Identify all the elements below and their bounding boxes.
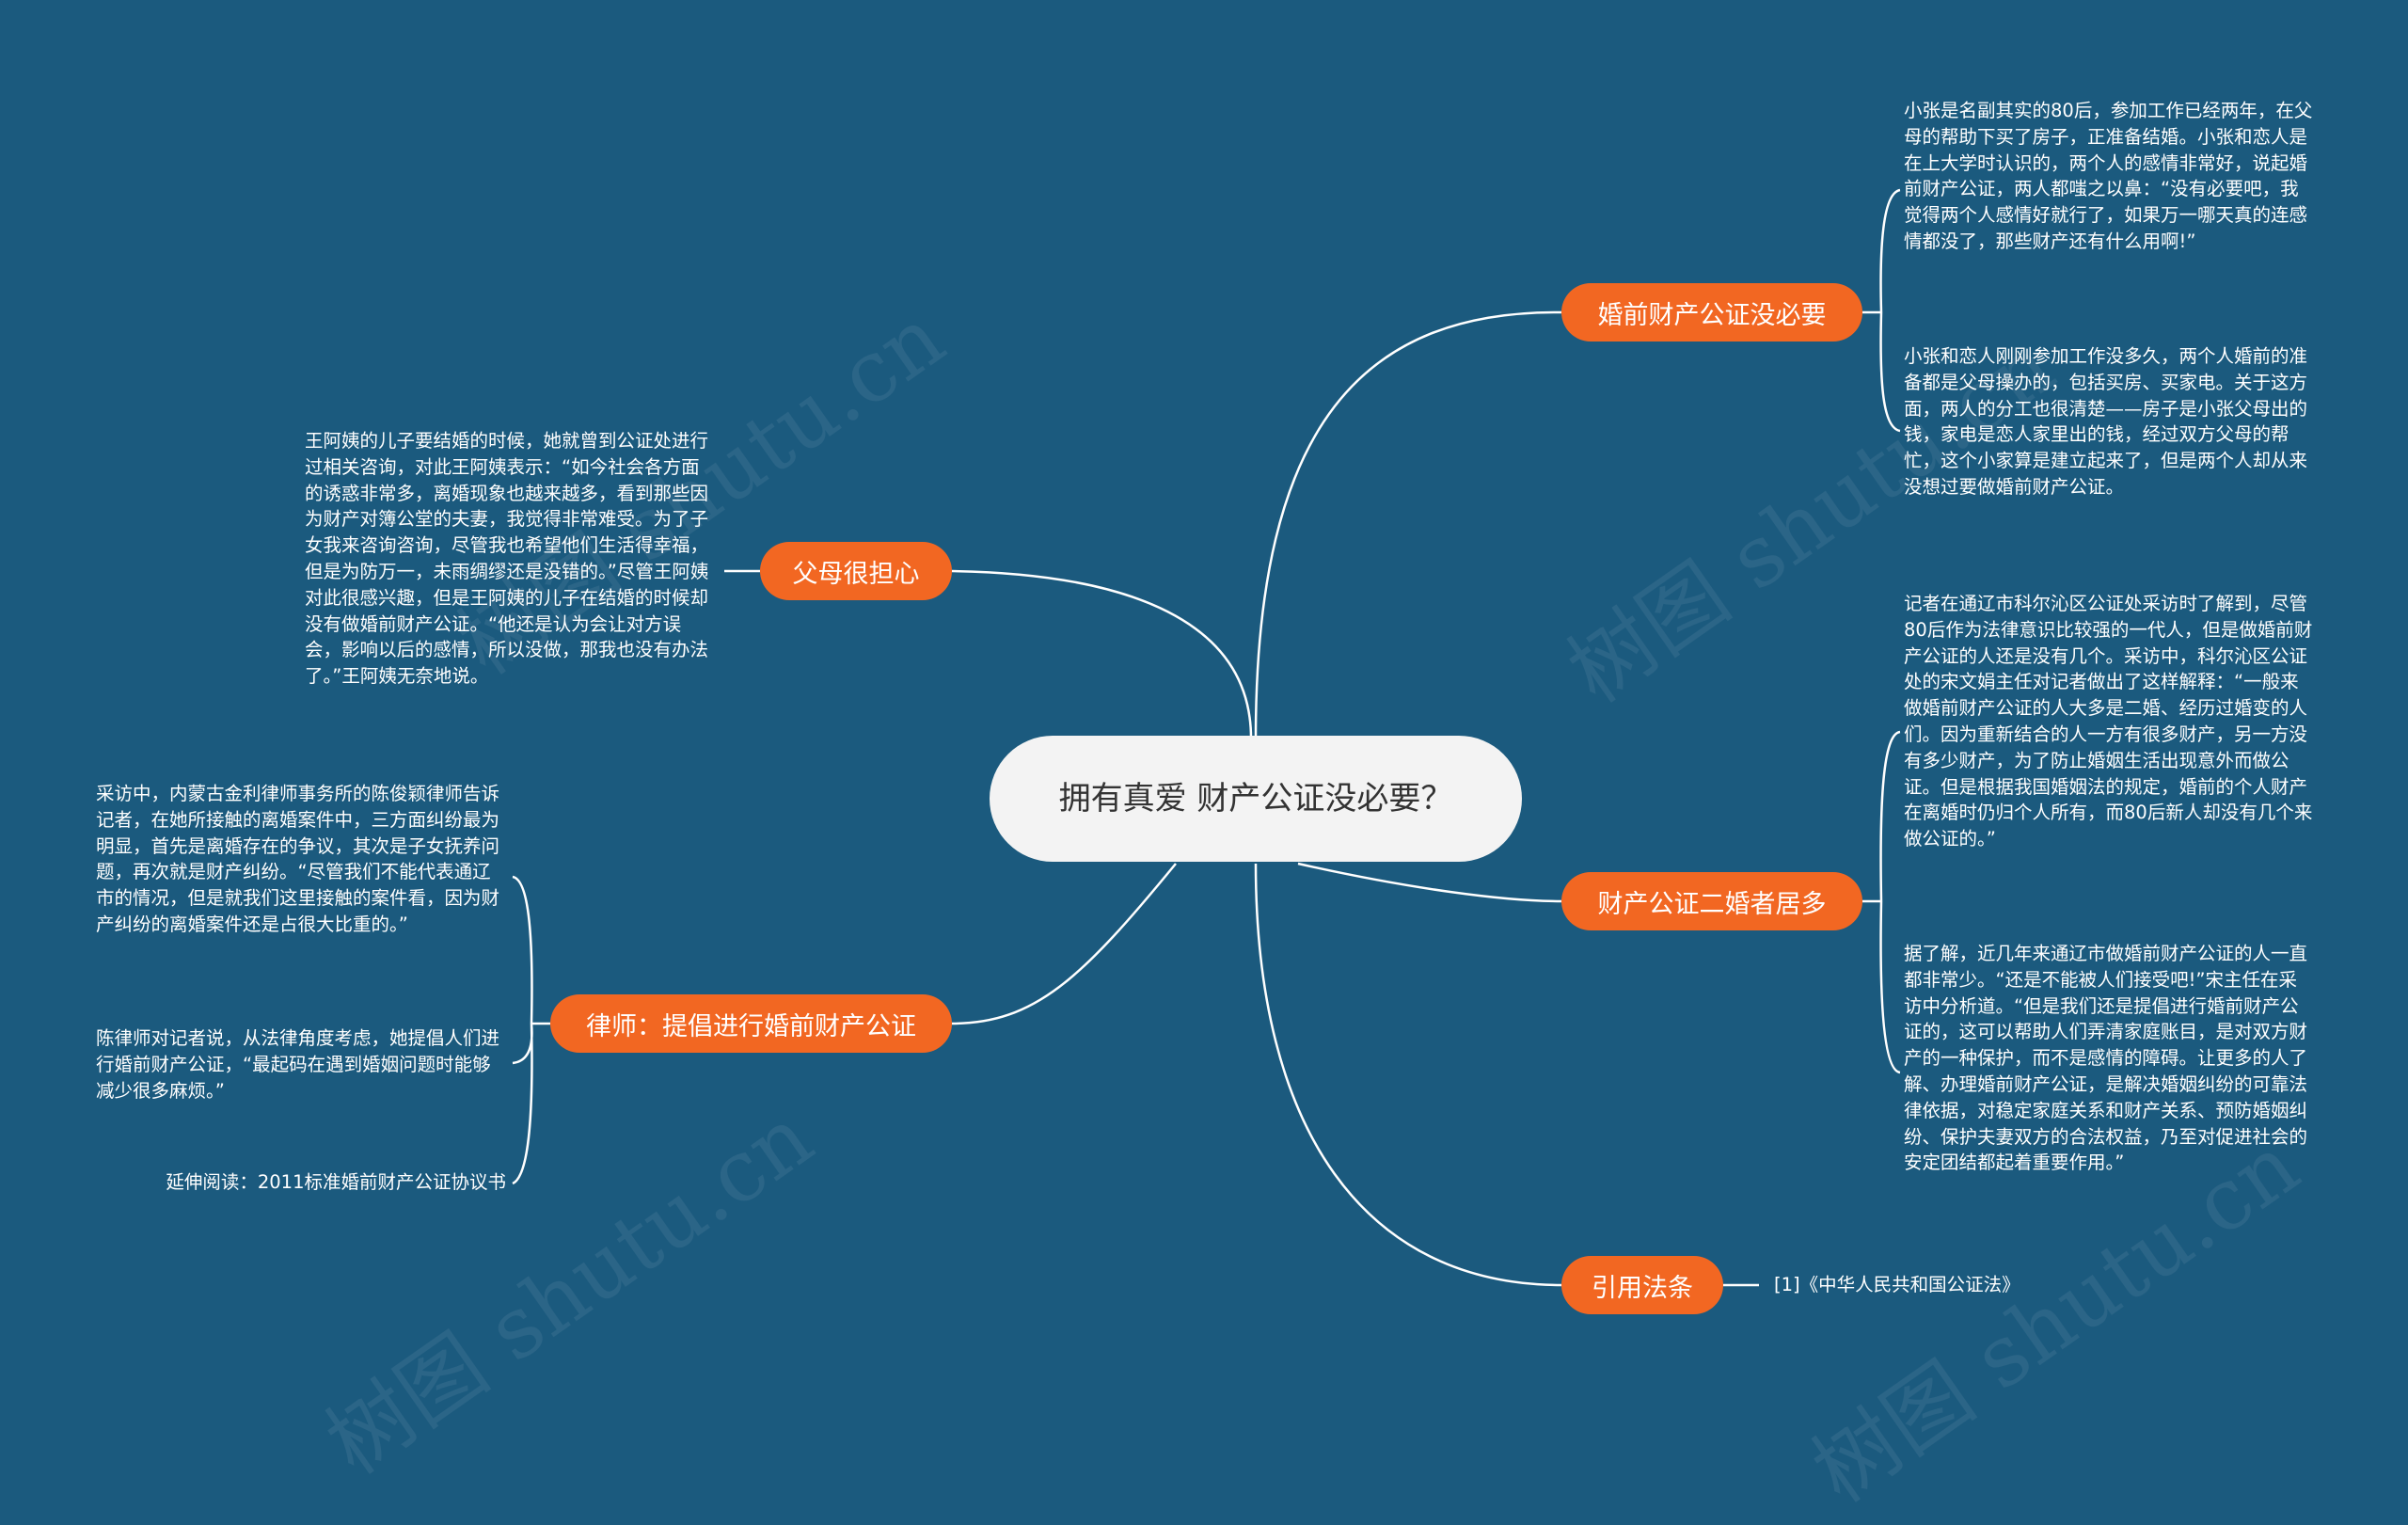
topic-parents[interactable]: 父母很担心	[760, 542, 952, 600]
link-law	[1254, 863, 1562, 1287]
mind-map: 树图 shutu.cn 树图 shutu.cn 树图 shutu.cn 树图 s…	[96, 100, 2316, 1522]
leaf-lawyer-2: 陈律师对记者说，从法律角度考虑，她提倡人们进行婚前财产公证，“最起码在遇到婚姻问…	[96, 1027, 500, 1102]
leaf-remarried-1: 记者在通辽市科尔沁区公证处采访时了解到，尽管80后作为法律意识比较强的一代人，但…	[1904, 593, 2313, 850]
topic-prenup[interactable]: 婚前财产公证没必要	[1561, 283, 1862, 342]
link-prenup	[1254, 310, 1562, 739]
leaf-lawyer-1: 采访中，内蒙古金利律师事务所的陈俊颖律师告诉记者，在她所接触的离婚案件中，三方面…	[96, 783, 500, 935]
topic-remarried[interactable]: 财产公证二婚者居多	[1561, 872, 1862, 930]
bracket-remarried	[1862, 730, 1901, 1074]
link-parents	[951, 569, 1253, 739]
bracket-prenup	[1862, 188, 1901, 433]
central-topic[interactable]: 拥有真爱 财产公证没必要？	[990, 736, 1522, 862]
leaf-lawyer-3[interactable]: 延伸阅读：2011标准婚前财产公证协议书	[166, 1171, 506, 1193]
leaf-law-1: [1]《中华人民共和国公证法》	[1774, 1274, 2020, 1295]
leaf-prenup-2: 小张和恋人刚刚参加工作没多久，两个人婚前的准备都是父母操办的，包括买房、买家电。…	[1904, 345, 2308, 498]
link-lawyer	[951, 863, 1177, 1025]
link-remarried	[1297, 862, 1562, 903]
leaf-remarried-2: 据了解，近几年来通辽市做婚前财产公证的人一直都非常少。“还是不能被人们接受吧!”…	[1904, 943, 2308, 1174]
connector-lines	[512, 188, 1901, 1287]
topic-law[interactable]: 引用法条	[1561, 1256, 1723, 1314]
topic-lawyer[interactable]: 律师：提倡进行婚前财产公证	[550, 994, 952, 1053]
bracket-lawyer	[512, 875, 550, 1185]
leaf-parents-1: 王阿姨的儿子要结婚的时候，她就曾到公证处进行过相关咨询，对此王阿姨表示：“如今社…	[305, 430, 709, 688]
leaf-prenup-1: 小张是名副其实的80后，参加工作已经两年，在父母的帮助下买了房子，正准备结婚。小…	[1904, 100, 2313, 252]
